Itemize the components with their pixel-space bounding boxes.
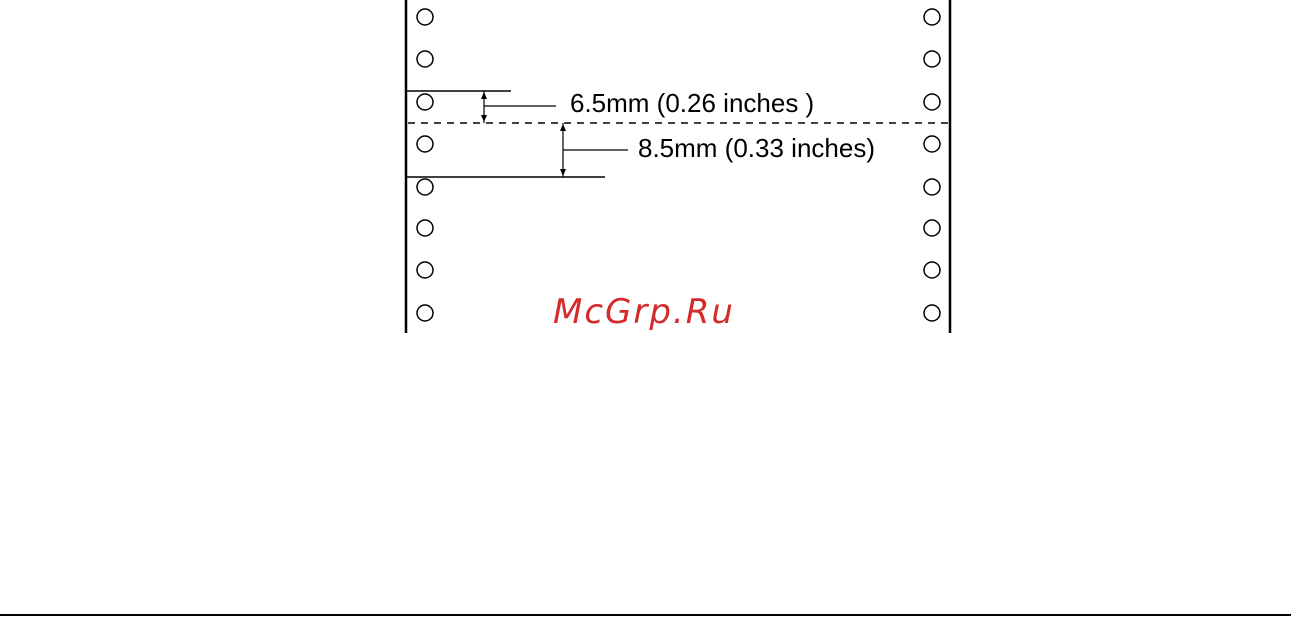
right-sprocket-holes [924,9,940,321]
bottom-dimension-label: 8.5mm (0.33 inches) [638,133,875,163]
sprocket-hole [417,94,433,110]
sprocket-hole [924,220,940,236]
sprocket-hole [924,136,940,152]
sprocket-hole [417,9,433,25]
sprocket-hole [924,9,940,25]
sprocket-hole [924,179,940,195]
sprocket-hole [417,136,433,152]
sprocket-hole [924,305,940,321]
sprocket-hole [417,220,433,236]
sprocket-hole [417,51,433,67]
sprocket-hole [924,51,940,67]
sprocket-hole [924,94,940,110]
bottom-dimension-arrow [560,123,628,177]
left-sprocket-holes [417,9,433,321]
sprocket-hole [417,262,433,278]
top-dimension-label: 6.5mm (0.26 inches ) [570,88,814,118]
sprocket-hole [417,305,433,321]
watermark-logo: McGrp.Ru [553,292,735,332]
top-dimension-arrow [481,91,556,123]
sprocket-hole [924,262,940,278]
sprocket-hole [417,179,433,195]
